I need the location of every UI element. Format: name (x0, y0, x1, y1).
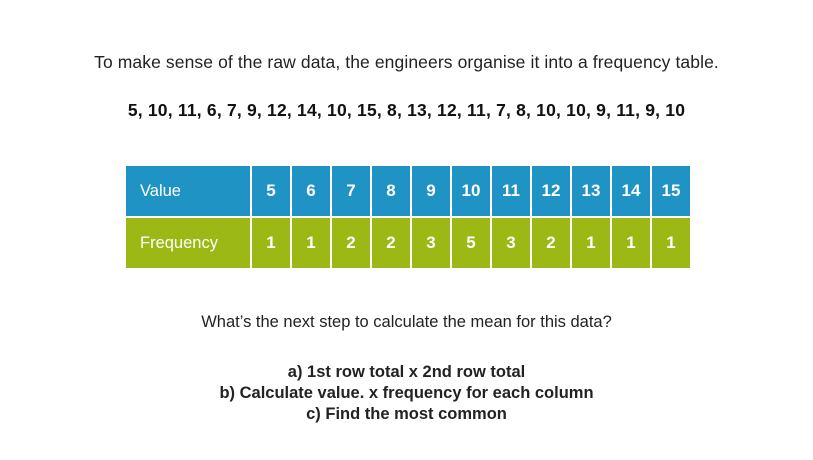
frequency-cell: 5 (452, 218, 490, 268)
frequency-table: Value 5 6 7 8 9 10 11 12 13 14 15 Freque… (124, 164, 692, 270)
frequency-cell: 3 (412, 218, 450, 268)
frequency-cell: 1 (572, 218, 610, 268)
value-cell: 7 (332, 166, 370, 216)
value-cell: 9 (412, 166, 450, 216)
intro-text: To make sense of the raw data, the engin… (94, 52, 719, 72)
value-cell: 6 (292, 166, 330, 216)
frequency-cell: 1 (252, 218, 290, 268)
row-label-frequency: Frequency (126, 218, 250, 268)
frequency-cell: 2 (532, 218, 570, 268)
value-cell: 14 (612, 166, 650, 216)
answer-option-b[interactable]: b) Calculate value. x frequency for each… (219, 384, 594, 402)
row-label-value: Value (126, 166, 250, 216)
value-cell: 12 (532, 166, 570, 216)
frequency-cell: 3 (492, 218, 530, 268)
value-cell: 15 (652, 166, 690, 216)
frequency-cell: 2 (332, 218, 370, 268)
value-cell: 11 (492, 166, 530, 216)
question-text: What’s the next step to calculate the me… (201, 313, 612, 331)
frequency-cell: 1 (652, 218, 690, 268)
value-cell: 5 (252, 166, 290, 216)
value-cell: 13 (572, 166, 610, 216)
answer-option-a[interactable]: a) 1st row total x 2nd row total (287, 363, 526, 381)
frequency-cell: 1 (292, 218, 330, 268)
answer-option-c[interactable]: c) Find the most common (306, 405, 507, 423)
value-cell: 8 (372, 166, 410, 216)
table-row-frequency: Frequency 1 1 2 2 3 5 3 2 1 1 1 (126, 218, 690, 268)
frequency-cell: 2 (372, 218, 410, 268)
raw-data-list: 5, 10, 11, 6, 7, 9, 12, 14, 10, 15, 8, 1… (127, 100, 686, 120)
answer-options: a) 1st row total x 2nd row total b) Calc… (0, 362, 813, 425)
value-cell: 10 (452, 166, 490, 216)
frequency-cell: 1 (612, 218, 650, 268)
frequency-table-grid: Value 5 6 7 8 9 10 11 12 13 14 15 Freque… (124, 164, 692, 270)
table-row-value: Value 5 6 7 8 9 10 11 12 13 14 15 (126, 166, 690, 216)
